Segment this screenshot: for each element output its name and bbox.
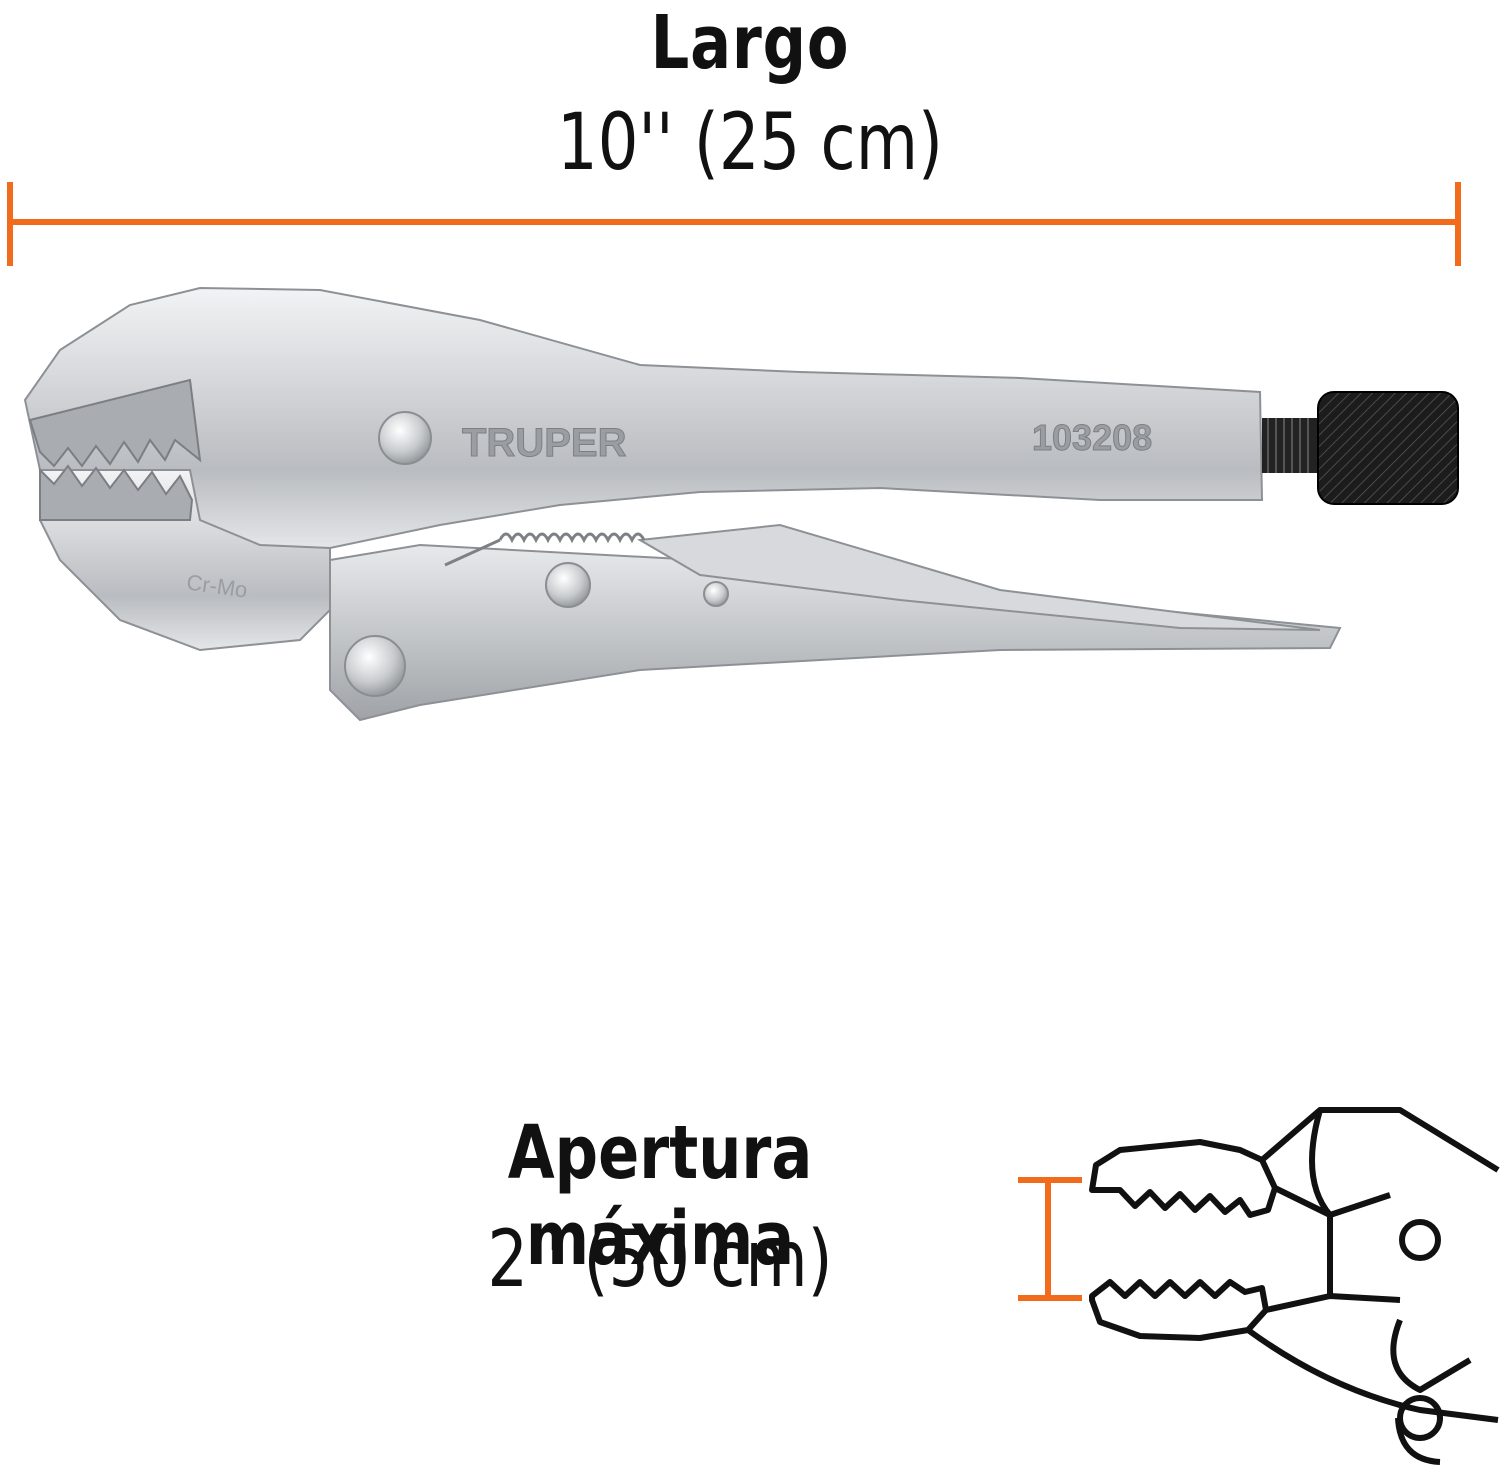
brand-mark: TRUPER bbox=[462, 421, 627, 465]
length-title: Largo bbox=[650, 0, 850, 86]
rivet-upper bbox=[378, 411, 432, 465]
locking-pliers-photo: TRUPER 103208 Cr-Mo bbox=[23, 286, 1459, 722]
opening-title: Apertura máxima bbox=[507, 1110, 813, 1282]
pliers-jaw-line-icon bbox=[1089, 1107, 1500, 1465]
adjusting-knob bbox=[1317, 391, 1459, 505]
rivet-small bbox=[703, 581, 729, 607]
opening-value: 2'' (50 cm) bbox=[487, 1215, 833, 1305]
rivet-lower bbox=[344, 635, 406, 697]
jaw-teeth-lower bbox=[39, 464, 194, 521]
model-number: 103208 bbox=[1032, 417, 1152, 458]
jaw-teeth-upper bbox=[28, 378, 202, 468]
rivet-middle bbox=[545, 562, 591, 608]
length-value: 10'' (25 cm) bbox=[557, 98, 943, 188]
length-dimension-line bbox=[7, 182, 1461, 266]
opening-dimension-line bbox=[1018, 1177, 1082, 1301]
